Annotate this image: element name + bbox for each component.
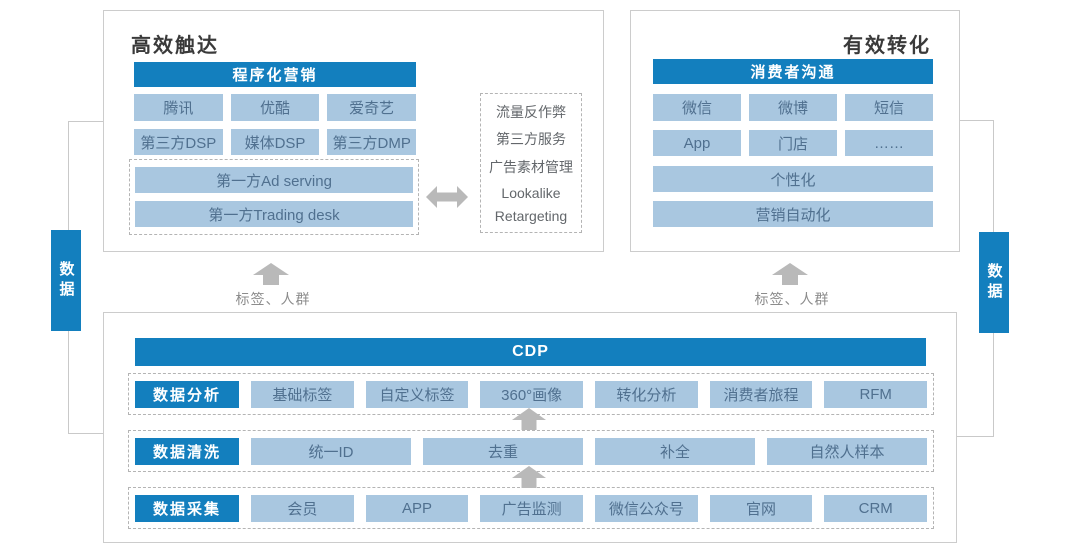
service-item: 广告素材管理 [489,158,573,175]
right-data-badge: 数据 [979,232,1009,333]
dsp-row: 第三方DSP 媒体DSP 第三方DMP [134,129,417,155]
convert-panel-title: 有效转化 [843,35,931,57]
cleaning-cell: 统一ID [251,437,411,465]
right-connector-bottom [957,436,993,437]
reach-panel: 高效触达 程序化营销 腾讯 优酷 爱奇艺 第三方DSP 媒体DSP 第三方DMP… [103,10,604,252]
dsp-cell: 媒体DSP [230,129,320,155]
media-cell: 爱奇艺 [327,94,417,121]
up-arrow-icon [512,466,546,488]
dsp-cell: 第三方DMP [327,129,417,155]
up-arrow-icon [512,408,546,430]
collection-cell: 会员 [251,494,354,522]
channel-cell: 微信 [653,94,741,121]
left-connector-bottom [68,433,103,434]
row-label: 数据清洗 [135,437,239,465]
consumer-communication-header: 消费者沟通 [653,59,933,84]
left-tag-label: 标签、人群 [235,291,311,307]
channel-cell: 短信 [845,94,933,121]
data-cleaning-row: 数据清洗 统一ID 去重 补全 自然人样本 [128,430,934,472]
collection-cell: 微信公众号 [595,494,698,522]
right-connector-top [957,120,993,121]
dsp-cell: 第三方DSP [134,129,223,155]
channel-row: 微信 微博 短信 [653,94,933,121]
collection-cell: 官网 [709,494,813,522]
first-party-bar: 第一方Trading desk [135,201,413,227]
up-arrow-icon [253,263,289,285]
row-label: 数据分析 [135,380,239,408]
analysis-cell: 自定义标签 [365,380,469,408]
analysis-cell: 360°画像 [480,380,584,408]
channel-cell: 门店 [749,130,837,156]
cleaning-cell: 去重 [423,437,583,465]
cleaning-cell: 自然人样本 [767,437,927,465]
right-tag-label: 标签、人群 [754,291,830,307]
personalization-row: 个性化 [653,166,933,192]
automation-row: 营销自动化 [653,201,933,227]
row-label: 数据采集 [135,494,239,522]
cdp-header: CDP [135,338,926,366]
left-data-badge: 数据 [51,230,81,331]
programmatic-marketing-header: 程序化营销 [134,62,416,87]
collection-cell: 广告监测 [480,494,584,522]
service-item: Lookalike [501,184,561,201]
cleaning-cell: 补全 [595,437,755,465]
data-analysis-row: 数据分析 基础标签 自定义标签 360°画像 转化分析 消费者旅程 RFM [128,373,934,415]
cdp-panel: CDP 数据分析 基础标签 自定义标签 360°画像 转化分析 消费者旅程 RF… [103,312,957,543]
channel-cell: App [653,130,741,156]
collection-cell: CRM [824,494,928,522]
channel-row: App 门店 …… [653,130,933,156]
third-party-services-box: 流量反作弊 第三方服务 广告素材管理 Lookalike Retargeting [480,93,582,233]
double-arrow-icon [426,186,468,208]
service-item: 流量反作弊 [496,103,566,120]
left-connector-top [68,121,103,122]
media-cell: 腾讯 [134,94,223,121]
media-cell: 优酷 [230,94,320,121]
service-item: 第三方服务 [496,131,566,148]
up-arrow-icon [772,263,808,285]
first-party-group: 第一方Ad serving 第一方Trading desk [129,159,419,235]
automation-bar: 营销自动化 [653,201,933,227]
analysis-cell: 基础标签 [251,380,354,408]
analysis-cell: 转化分析 [595,380,698,408]
service-item: Retargeting [494,208,568,225]
analysis-cell: RFM [824,380,928,408]
reach-panel-title: 高效触达 [131,35,219,57]
channel-cell: …… [845,130,933,156]
channel-cell: 微博 [749,94,837,121]
first-party-bar: 第一方Ad serving [135,167,413,193]
collection-cell: APP [365,494,469,522]
media-row: 腾讯 优酷 爱奇艺 [134,94,417,121]
analysis-cell: 消费者旅程 [709,380,813,408]
personalization-bar: 个性化 [653,166,933,192]
convert-panel: 有效转化 消费者沟通 微信 微博 短信 App 门店 …… 个性化 营销自动化 [630,10,960,252]
data-collection-row: 数据采集 会员 APP 广告监测 微信公众号 官网 CRM [128,487,934,529]
